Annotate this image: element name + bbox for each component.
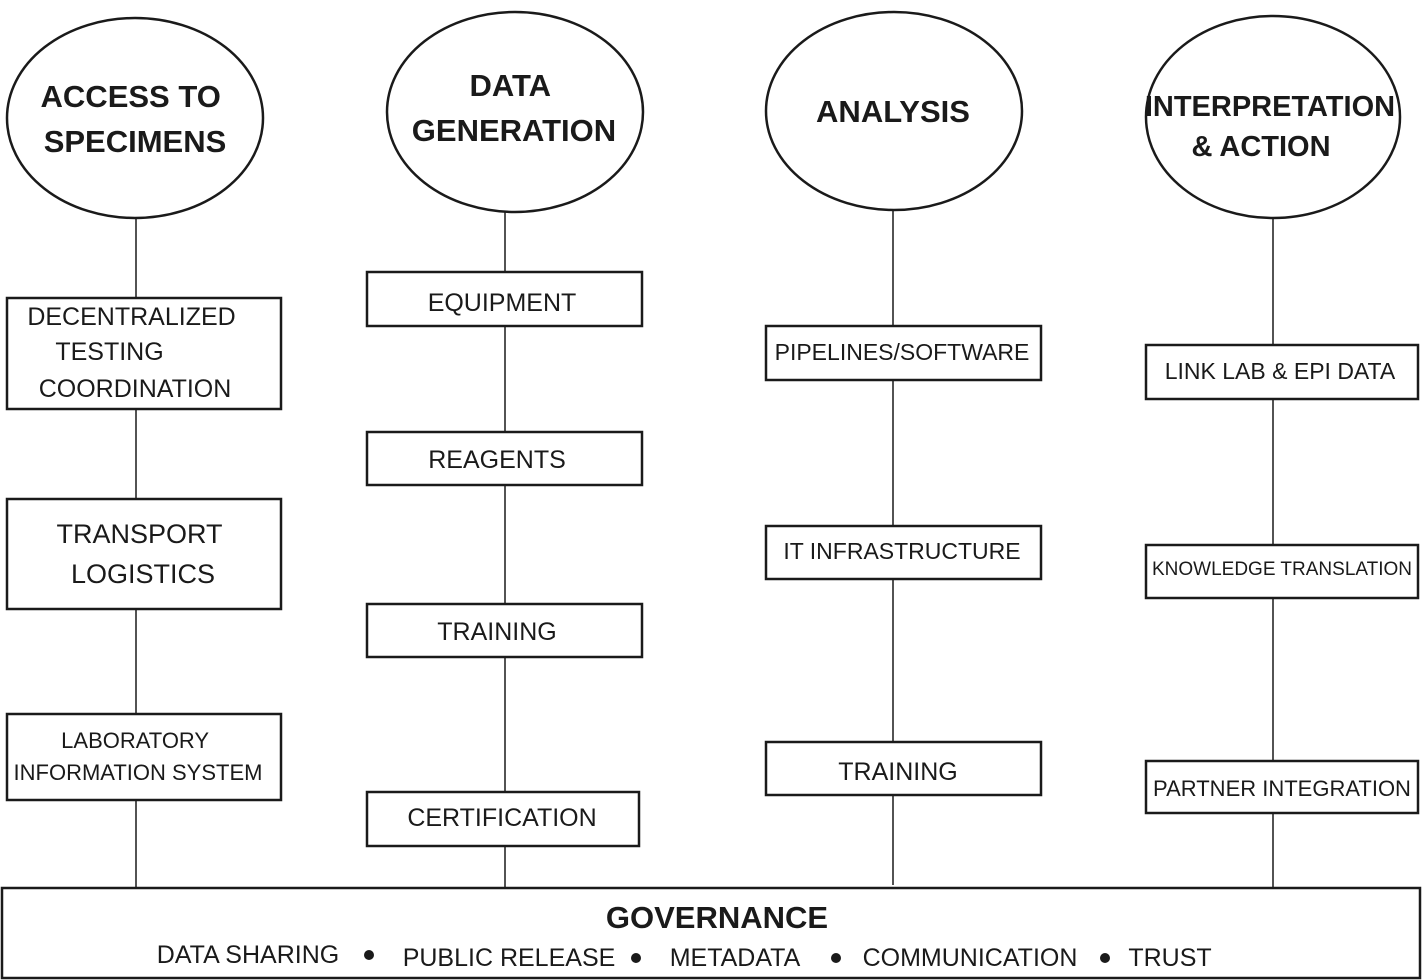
box-label-partner-integration: PARTNER INTEGRATION [1153,776,1411,801]
box-training-analysis [764,740,1043,797]
governance-item-trust: TRUST [1128,944,1211,972]
governance-bullet [1100,953,1110,963]
box-label-line: LINK LAB & EPI DATA [1165,358,1396,384]
governance-item-metadata: METADATA [670,944,801,972]
box-label-line: IT INFRASTRUCTURE [783,538,1020,564]
column-title-analysis: ANALYSIS [816,94,970,129]
governance-item-communication: COMMUNICATION [863,944,1078,972]
governance-item-public-release: PUBLIC RELEASE [403,944,616,972]
governance-section: GOVERNANCE DATA SHARING PUBLIC RELEASE M… [0,886,1422,980]
box-label-laboratory-information-system: LABORATORY INFORMATION SYSTEM [14,728,263,785]
governance-bar [0,886,1422,980]
column-data-generation: DATA GENERATION EQUIPMENT REAGENTS TRAIN… [365,10,645,848]
box-label-certification: CERTIFICATION [407,804,596,832]
box-label-line: TRANSPORT [56,519,222,549]
column-title-line: GENERATION [412,113,616,148]
box-label-it-infrastructure: IT INFRASTRUCTURE [783,538,1020,564]
box-label-decentralized-testing-coordination: DECENTRALIZED TESTING COORDINATION [27,303,242,403]
box-label-line: PIPELINES/SOFTWARE [775,339,1030,365]
box-label-line: TESTING [55,338,163,366]
column-title-line: ANALYSIS [816,94,970,129]
box-label-line: TRAINING [437,618,556,646]
box-label-line: CERTIFICATION [407,804,596,832]
box-label-line: REAGENTS [428,446,566,474]
column-title-access-to-specimens: ACCESS TO SPECIMENS [41,79,230,159]
box-it-infrastructure [764,524,1043,581]
connector-lines [135,210,1274,888]
box-transport-logistics [5,497,283,611]
box-label-reagents: REAGENTS [428,446,566,474]
column-access-to-specimens: ACCESS TO SPECIMENS DECENTRALIZED TESTIN… [5,16,283,802]
box-label-knowledge-translation: KNOWLEDGE TRANSLATION [1152,559,1412,580]
box-label-training-data-generation: TRAINING [437,618,556,646]
box-label-transport-logistics: TRANSPORT LOGISTICS [56,519,229,589]
governance-bullet [364,950,374,960]
header-ellipse-access-to-specimens [5,16,265,220]
governance-bullet [831,953,841,963]
box-knowledge-translation [1144,543,1420,600]
box-label-line: PARTNER INTEGRATION [1153,776,1411,801]
box-label-line: TRAINING [838,758,957,786]
box-decentralized-testing-coordination [5,296,283,411]
governance-bullet [631,953,641,963]
column-title-line: ACCESS TO [41,79,221,114]
box-equipment [365,270,644,328]
box-training-data-generation [365,602,644,659]
column-title-data-generation: DATA GENERATION [412,68,616,148]
box-label-line: DECENTRALIZED [27,303,235,331]
box-label-training-analysis: TRAINING [838,758,957,786]
box-label-line: COORDINATION [39,375,232,403]
governance-title: GOVERNANCE [606,900,828,935]
box-pipelines-software [764,324,1043,382]
box-label-equipment: EQUIPMENT [428,289,577,317]
box-label-line: LABORATORY [61,728,209,753]
box-label-line: EQUIPMENT [428,289,577,317]
box-partner-integration [1144,759,1420,815]
column-title-interpretation-action: INTERPRETATION & ACTION [1145,91,1403,163]
box-label-line: KNOWLEDGE TRANSLATION [1152,559,1412,580]
header-ellipse-analysis [764,10,1024,212]
column-analysis: ANALYSIS PIPELINES/SOFTWARE IT INFRASTRU… [764,10,1043,797]
box-reagents [365,430,644,487]
column-title-line: & ACTION [1191,131,1330,163]
box-link-lab-epi-data [1144,343,1420,401]
column-interpretation-action: INTERPRETATION & ACTION LINK LAB & EPI D… [1144,14,1420,815]
box-certification [365,790,641,848]
header-ellipse-interpretation-action [1144,14,1402,220]
governance-item-data-sharing: DATA SHARING [157,941,339,969]
box-label-pipelines-software: PIPELINES/SOFTWARE [775,339,1030,365]
box-label-line: LOGISTICS [71,559,215,589]
column-title-line: INTERPRETATION [1145,91,1395,123]
header-ellipse-data-generation [385,10,645,214]
column-title-line: DATA [470,68,551,103]
box-laboratory-information-system [5,712,283,802]
box-label-link-lab-epi-data: LINK LAB & EPI DATA [1165,358,1396,384]
column-title-line: SPECIMENS [44,124,227,159]
box-label-line: INFORMATION SYSTEM [14,760,263,785]
